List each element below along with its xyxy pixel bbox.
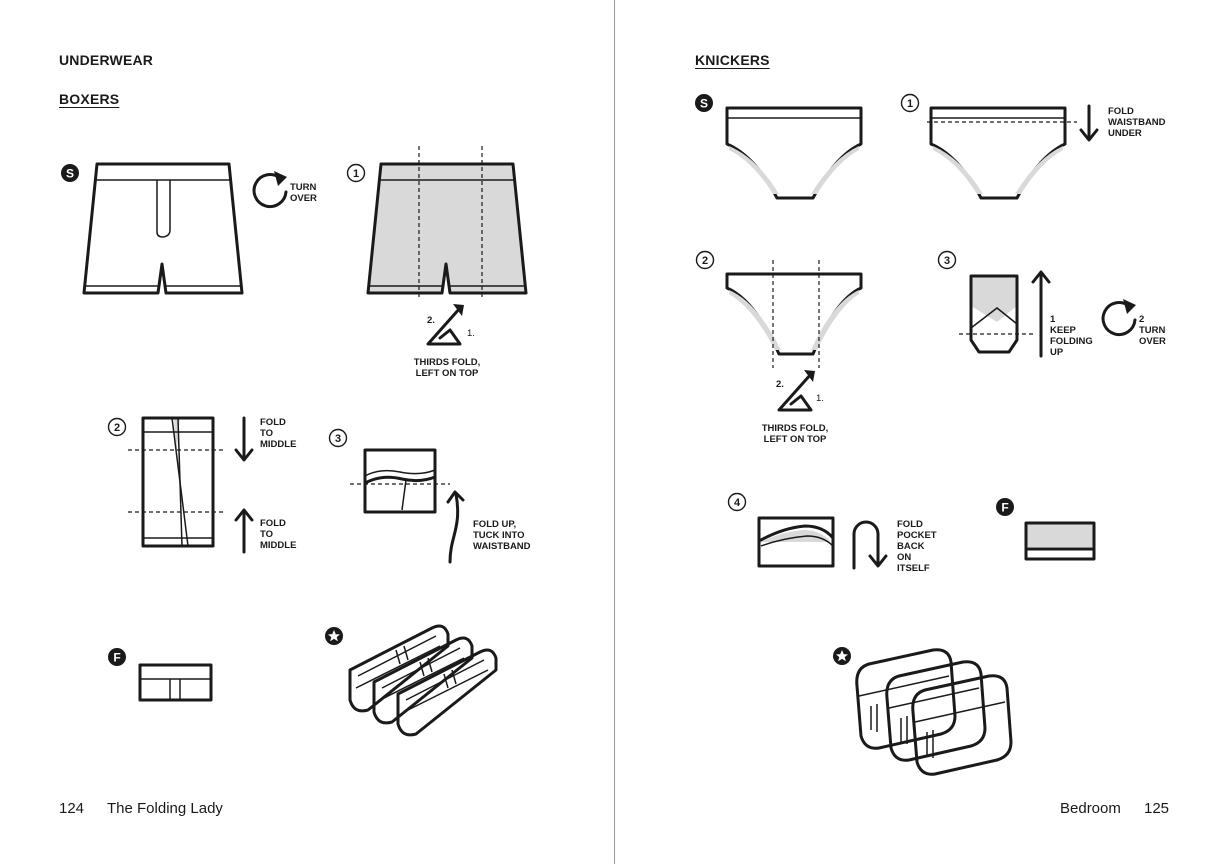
knickers-folded-illustration [1024,521,1096,561]
boxers-step1-illustration [366,146,528,298]
svg-text:S: S [66,167,74,181]
boxers-title: BOXERS [59,91,120,107]
knickers-step2-illustration [725,260,863,368]
step-2-badge: 2 [107,417,127,437]
page-number-left: 124 [59,800,85,817]
running-title-right: Bedroom [1060,800,1121,817]
start-badge: S [61,164,79,182]
left-page: UNDERWEAR BOXERS S TURN OVER 1 2. [59,52,531,817]
svg-text:1: 1 [353,168,359,180]
finish-badge: F [108,648,126,666]
thirds-fold-label-knickers: THIRDS FOLD, LEFT ON TOP [761,423,829,445]
step-1-badge: 1 [346,163,366,183]
step-3-badge-knickers: 3 [937,250,957,270]
thirds-step-1-knickers: 1. [816,393,824,404]
fold-up-tuck-label: FOLD UP, TUCK INTO WAISTBAND [473,519,531,552]
knickers-step4-illustration [757,516,835,568]
step-1-badge-knickers: 1 [900,93,920,113]
svg-text:S: S [700,97,708,111]
thirds-step-2: 2. [427,315,435,326]
page-number-right: 125 [1144,800,1170,817]
knickers-title: KNICKERS [695,52,770,68]
turn-over-label-knickers: 2 TURN OVER [1139,314,1166,347]
section-title: UNDERWEAR [59,52,154,68]
curved-arrow-up-icon [446,490,465,564]
thirds-step-2-knickers: 2. [776,379,784,390]
triangle-fold-arrow-icon [426,304,464,346]
right-page: KNICKERS S 1 FOLD WAISTBAND UNDER 2 [614,0,1228,864]
svg-text:3: 3 [944,255,950,267]
fold-waistband-label: FOLD WAISTBAND UNDER [1108,106,1166,139]
step-2-badge-knickers: 2 [695,250,715,270]
svg-text:F: F [113,651,120,665]
running-title-left: The Folding Lady [107,800,223,817]
knickers-stacked-illustration [855,648,1013,776]
knickers-step1-illustration [927,106,1077,200]
triangle-fold-arrow-icon-knickers [777,370,815,412]
svg-text:4: 4 [734,497,741,509]
rotate-arrow-icon [252,171,288,209]
arrow-up-long-icon [1031,270,1051,358]
arrow-up-icon [234,508,254,554]
boxers-folded-illustration [138,663,213,702]
svg-text:2: 2 [114,422,120,434]
finish-badge-knickers: F [996,498,1014,516]
u-turn-arrow-icon [852,520,888,570]
step-4-badge-knickers: 4 [727,492,747,512]
fold-to-middle-top-label: FOLD TO MIDDLE [260,417,297,450]
thirds-step-1: 1. [467,328,475,339]
step-3-badge: 3 [328,428,348,448]
svg-text:2: 2 [702,255,708,267]
boxers-stacked-illustration [348,624,498,737]
knickers-step3-illustration [959,274,1035,354]
star-icon-knickers [833,647,851,665]
knickers-start-illustration [725,106,863,200]
star-icon [325,627,343,645]
fold-to-middle-bottom-label: FOLD TO MIDDLE [260,518,297,551]
turn-over-label: TURN OVER [290,182,317,204]
start-badge-knickers: S [695,94,713,112]
svg-text:1: 1 [907,98,913,110]
arrow-down-icon-knickers [1079,104,1099,142]
fold-pocket-label: FOLD POCKET BACK ON ITSELF [897,519,937,574]
boxers-step3-illustration [350,448,450,514]
rotate-arrow-icon-knickers [1101,299,1137,337]
boxers-step2-illustration [128,416,226,548]
svg-text:3: 3 [335,433,341,445]
keep-folding-label: 1 KEEP FOLDING UP [1050,314,1093,358]
arrow-down-icon [234,416,254,462]
thirds-fold-label: THIRDS FOLD, LEFT ON TOP [413,357,481,379]
svg-text:F: F [1001,501,1008,515]
boxers-start-illustration [82,162,244,295]
